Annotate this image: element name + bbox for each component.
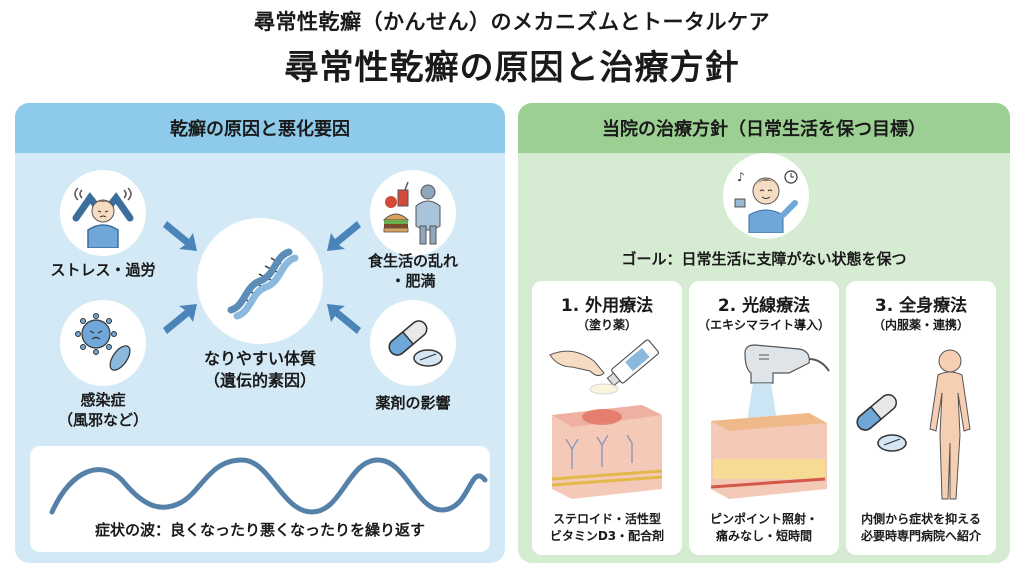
pills-body-icon [856,349,971,500]
pills-icon [370,300,456,386]
treatment-card-systemic: 3. 全身療法 （内服薬・連携） 内側から症状を抑える 必要時専門病院へ紹介 [846,281,996,555]
treatment-panel-header: 当院の治療方針（日常生活を保つ目標） [518,103,1010,153]
dna-icon [197,218,323,344]
factor-label-stress: ストレス・過労 [50,261,156,279]
arrow-icon [163,221,197,251]
food-obesity-icon [370,170,456,256]
card-description: ピンポイント照射・ 痛みなし・短時間 [709,512,818,544]
factor-label-drugs: 薬剤の影響 [375,394,451,412]
center-label: なりやすい体質 （遺伝的素因） [203,349,316,390]
ointment-skin-icon [549,339,663,499]
light-device-skin-icon [710,344,830,499]
happy-person-icon: ♪ [723,153,809,239]
virus-bacteria-icon [60,300,146,386]
stress-icon [60,170,146,256]
causes-panel-header: 乾癬の原因と悪化要因 [15,103,505,153]
treatment-card-phototherapy: 2. 光線療法 （エキシマライト導入） ピンポイント照射・ 痛みなし・短時間 [689,281,839,555]
treatment-panel: 当院の治療方針（日常生活を保つ目標） ♪ ゴール：日常生活に支障がない状態を保つ… [518,103,1010,563]
card-subtitle: （内服薬・連携） [872,318,969,332]
wave-line-icon [49,457,488,515]
factor-label-food: 食生活の乱れ ・肥満 [367,252,458,291]
treatment-card-topical: 1. 外用療法 （塗り薬） ステロイド・活性型 ビタミンD3・配合剤 [532,281,682,555]
svg-text:♪: ♪ [737,170,745,184]
card-subtitle: （塗り薬） [576,318,637,332]
goal-text: ゴール：日常生活に支障がない状態を保つ [621,250,907,268]
symptom-wave-box: 症状の波：良くなったり悪くなったりを繰り返す [30,446,490,552]
causes-panel: 乾癬の原因と悪化要因 ストレス・過労 [15,103,505,563]
page-title: 尋常性乾癬の原因と治療方針 [284,48,740,88]
card-description: ステロイド・活性型 ビタミンD3・配合剤 [549,512,665,544]
arrow-icon [163,304,197,334]
page-subtitle: 尋常性乾癬（かんせん）のメカニズムとトータルケア [254,10,770,34]
card-description: 内側から症状を抑える 必要時専門病院へ紹介 [860,512,981,544]
arrow-icon [327,304,361,334]
card-title: 1. 外用療法 [560,296,654,316]
card-title: 3. 全身療法 [874,296,968,316]
factor-label-infection: 感染症 （風邪など） [57,391,148,430]
card-subtitle: （エキシマライト導入） [697,318,830,332]
arrow-icon [327,221,361,251]
card-title: 2. 光線療法 [717,296,811,316]
wave-caption: 症状の波：良くなったり悪くなったりを繰り返す [94,521,425,539]
